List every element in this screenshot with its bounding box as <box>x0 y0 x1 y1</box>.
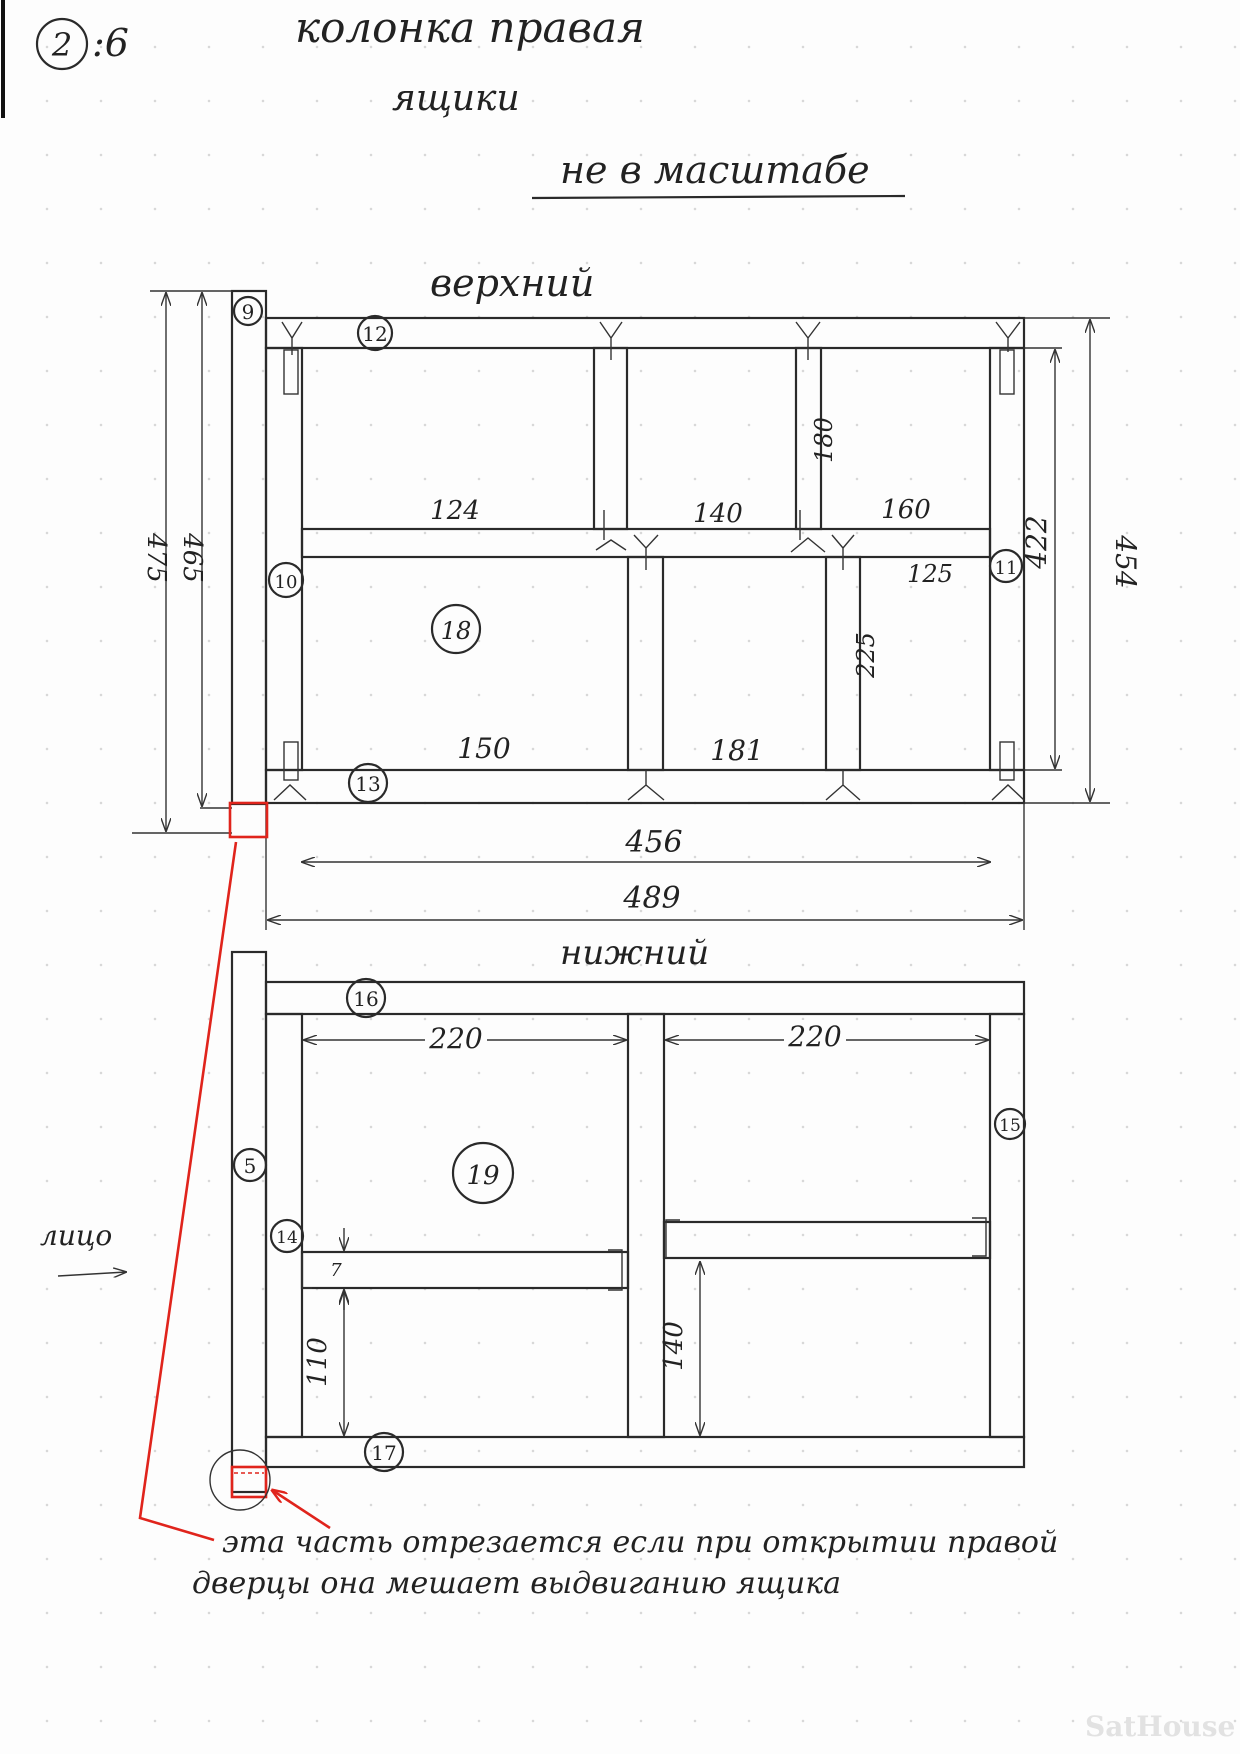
note-line-2: дверцы она мешает выдвиганию ящика <box>192 1566 841 1601</box>
part-15-circle <box>993 1107 1027 1141</box>
part-16-circle <box>345 977 387 1019</box>
part-12-circle <box>356 314 394 352</box>
part-15: 15 <box>999 1116 1021 1136</box>
part-19-circle <box>451 1141 515 1205</box>
upper-label: верхний <box>430 261 594 305</box>
part-5: 5 <box>244 1154 257 1178</box>
dim-7: 7 <box>330 1260 342 1281</box>
runner-right-end <box>972 1217 987 1257</box>
lower-right-side <box>988 1012 1026 1439</box>
dim-160: 160 <box>881 495 931 525</box>
cutoff-box-upper <box>228 801 269 839</box>
upper-drawing: верхний 9 12 13 10 11 <box>132 261 1142 930</box>
dim-220a: 220 <box>428 1022 482 1055</box>
dim-465: 465 <box>177 532 207 583</box>
scale-note: не в масштабе <box>560 148 870 192</box>
cutoff-box-lower <box>230 1465 268 1499</box>
lower-drawing: нижний 5 16 17 15 14 19 220 <box>209 933 1027 1511</box>
part-10-circle <box>267 561 305 599</box>
sheet-badge-circle <box>35 17 89 71</box>
part-14-circle <box>269 1218 305 1254</box>
part-19: 19 <box>466 1161 499 1191</box>
part-10: 10 <box>275 572 298 593</box>
upper-left-post <box>230 289 268 806</box>
dim-220a-bg <box>425 1022 487 1052</box>
part-14: 14 <box>276 1228 298 1248</box>
upper-right-side <box>988 346 1026 772</box>
front-side-arrow <box>57 1272 126 1276</box>
lower-left-side <box>264 1012 304 1439</box>
lower-center-divider <box>626 1012 666 1439</box>
dim-140: 140 <box>693 499 743 529</box>
part-9: 9 <box>242 300 255 324</box>
dim-140-lower: 140 <box>659 1321 689 1371</box>
dim-125: 125 <box>907 560 953 588</box>
runner-left-end <box>608 1249 623 1291</box>
dim-489: 489 <box>622 881 680 916</box>
page-subtitle: ящики <box>392 78 520 119</box>
dim-454: 454 <box>1109 534 1142 588</box>
part-17: 17 <box>371 1441 396 1465</box>
scale-note-underline <box>531 194 906 200</box>
upper-top-rail <box>264 316 1026 350</box>
header: 2 :6 колонка правая ящики не в масштабе <box>35 3 906 200</box>
red-leader-lower <box>272 1490 331 1530</box>
dim-110: 110 <box>303 1337 333 1387</box>
part-18: 18 <box>441 617 472 645</box>
runner-left-end <box>301 1254 312 1289</box>
red-leader-upper <box>138 841 238 1542</box>
part-13: 13 <box>355 772 380 796</box>
sheet-badge: 2 <box>51 26 72 64</box>
runner-right <box>662 1220 992 1260</box>
dim-475: 475 <box>141 532 171 583</box>
part-11: 11 <box>995 558 1018 579</box>
dim-180: 180 <box>810 417 838 463</box>
watermark: SatHouse <box>1085 1710 1235 1743</box>
part-13-circle <box>347 762 389 804</box>
part-11-circle <box>988 548 1024 584</box>
dim-124: 124 <box>430 496 480 526</box>
part-16: 16 <box>353 987 378 1011</box>
upper-divider-1 <box>592 346 629 531</box>
lower-label: нижний <box>560 933 709 973</box>
cutoff-highlight-circle <box>209 1449 271 1511</box>
dim-220b-bg <box>784 1020 846 1050</box>
part-18-circle <box>430 603 482 655</box>
lower-left-post <box>230 950 268 1494</box>
runner-right-end <box>665 1219 680 1258</box>
lower-top-rail <box>264 980 1026 1016</box>
part-17-circle <box>363 1431 405 1473</box>
lower-divider-1 <box>626 555 665 772</box>
note-line-1: эта часть отрезается если при открытии п… <box>222 1525 1058 1560</box>
front-side-label: лицо <box>40 1219 112 1252</box>
part-9-circle <box>232 295 264 327</box>
runner-left <box>300 1250 630 1290</box>
sheet-ratio: :6 <box>92 21 129 65</box>
dim-422: 422 <box>1020 515 1053 569</box>
dim-220b: 220 <box>787 1020 841 1053</box>
upper-left-side <box>264 346 304 772</box>
dim-150: 150 <box>457 732 510 765</box>
dim-225: 225 <box>852 632 880 679</box>
joint-marks <box>273 321 1025 801</box>
part-12: 12 <box>362 322 387 346</box>
dim-456: 456 <box>624 825 682 860</box>
dim-181: 181 <box>710 734 763 767</box>
page-title: колонка правая <box>295 3 645 52</box>
